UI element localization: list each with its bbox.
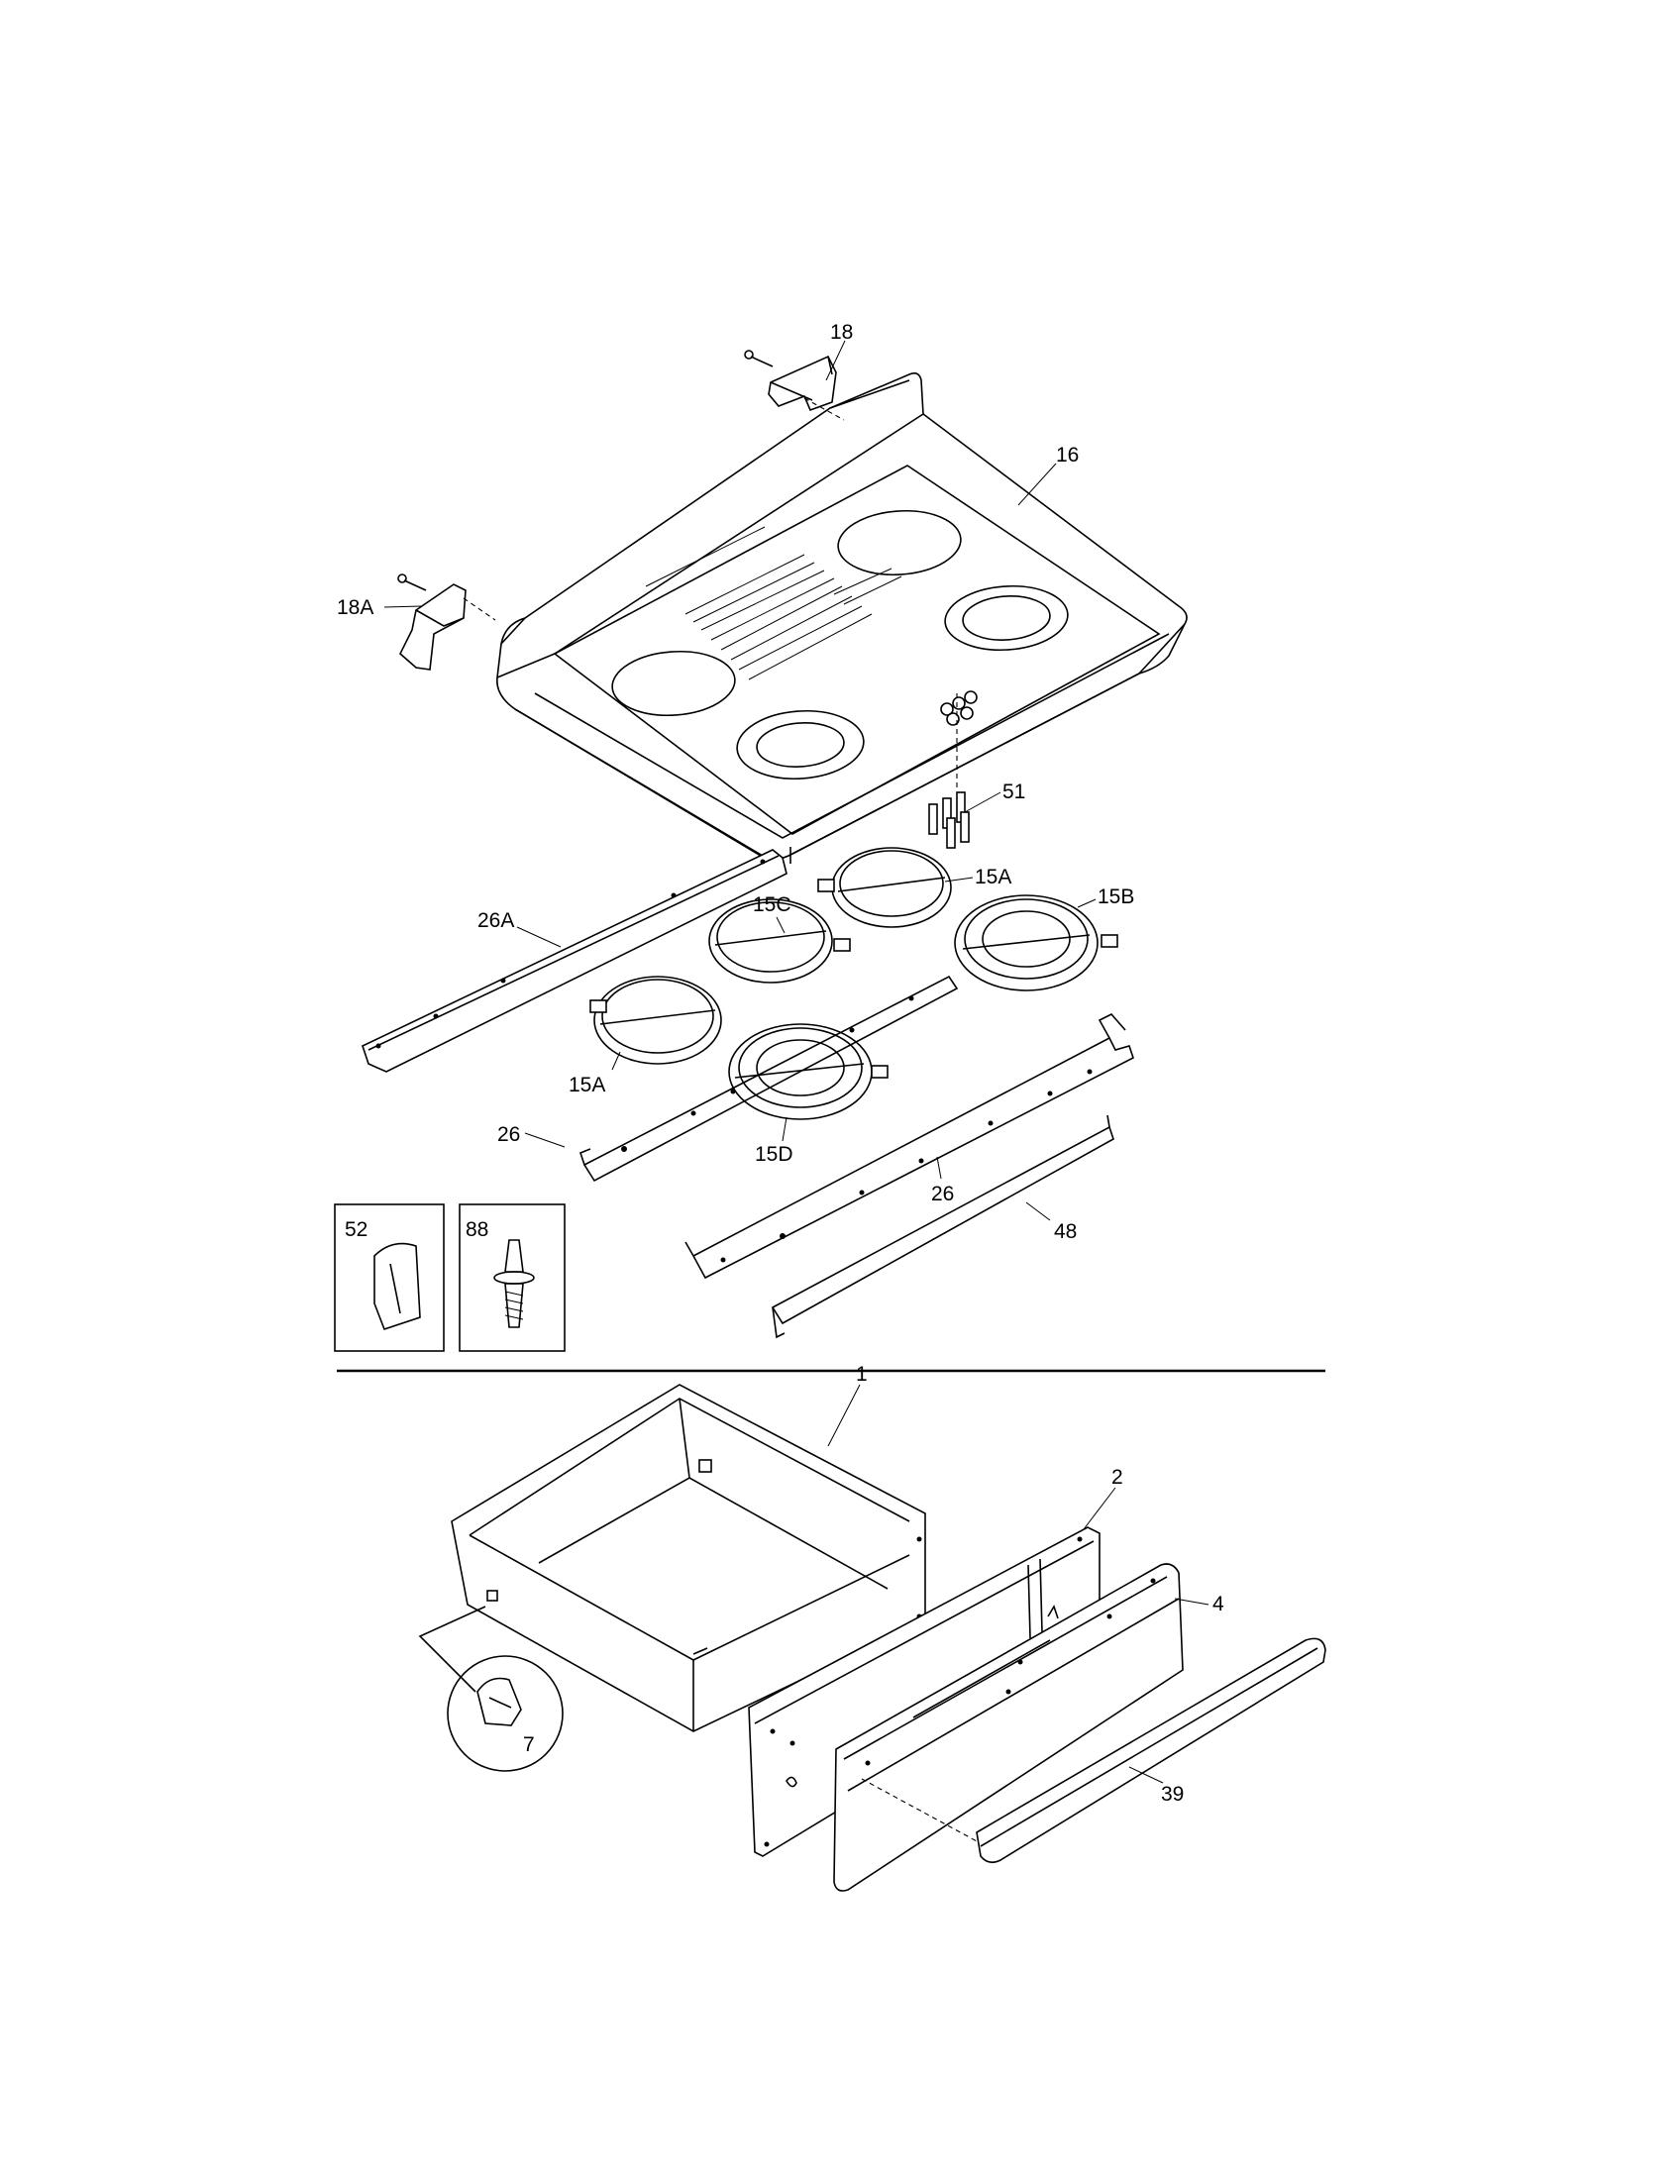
burner-element-15a-left bbox=[589, 976, 722, 1065]
callout-15c: 15C bbox=[753, 893, 791, 916]
callout-15d: 15D bbox=[755, 1143, 793, 1166]
callout-51: 51 bbox=[1002, 780, 1025, 803]
callout-15a-left: 15A bbox=[569, 1074, 605, 1096]
leader-lines bbox=[383, 340, 1209, 1784]
terminal-blocks bbox=[928, 693, 970, 849]
drawer-handle bbox=[861, 1637, 1326, 1864]
inset-box-52 bbox=[334, 1203, 445, 1352]
rear-support-rail bbox=[579, 975, 959, 1183]
callout-4: 4 bbox=[1212, 1593, 1224, 1615]
inset-box-88 bbox=[459, 1203, 566, 1352]
callout-15b: 15B bbox=[1098, 885, 1134, 908]
callout-7: 7 bbox=[523, 1733, 535, 1756]
callout-15a-top: 15A bbox=[975, 866, 1011, 888]
drawer-body bbox=[451, 1384, 926, 1732]
callout-48: 48 bbox=[1054, 1220, 1077, 1243]
callout-88: 88 bbox=[466, 1218, 488, 1241]
callout-39: 39 bbox=[1161, 1783, 1184, 1806]
callout-18a: 18A bbox=[337, 596, 373, 619]
cooktop-glass-top bbox=[496, 372, 1188, 864]
callout-26a: 26A bbox=[477, 909, 514, 932]
glide-clip-detail bbox=[418, 1606, 564, 1772]
drawer-front-panel bbox=[833, 1563, 1184, 1892]
channel-bracket bbox=[771, 1114, 1114, 1339]
burner-element-15b bbox=[954, 894, 1118, 991]
callout-1: 1 bbox=[856, 1363, 868, 1386]
callout-16: 16 bbox=[1056, 444, 1079, 467]
callout-2: 2 bbox=[1111, 1466, 1123, 1489]
burner-element-15a-top bbox=[817, 847, 952, 928]
side-bracket bbox=[397, 573, 496, 671]
rear-hinge-bracket bbox=[744, 350, 845, 421]
callout-52: 52 bbox=[345, 1218, 368, 1241]
front-support-rail-26 bbox=[684, 1013, 1134, 1280]
callout-26-left: 26 bbox=[497, 1123, 520, 1146]
callout-18: 18 bbox=[830, 321, 853, 344]
front-support-rail bbox=[362, 849, 788, 1073]
callout-26-right: 26 bbox=[931, 1183, 954, 1205]
burner-element-15c bbox=[708, 898, 851, 984]
